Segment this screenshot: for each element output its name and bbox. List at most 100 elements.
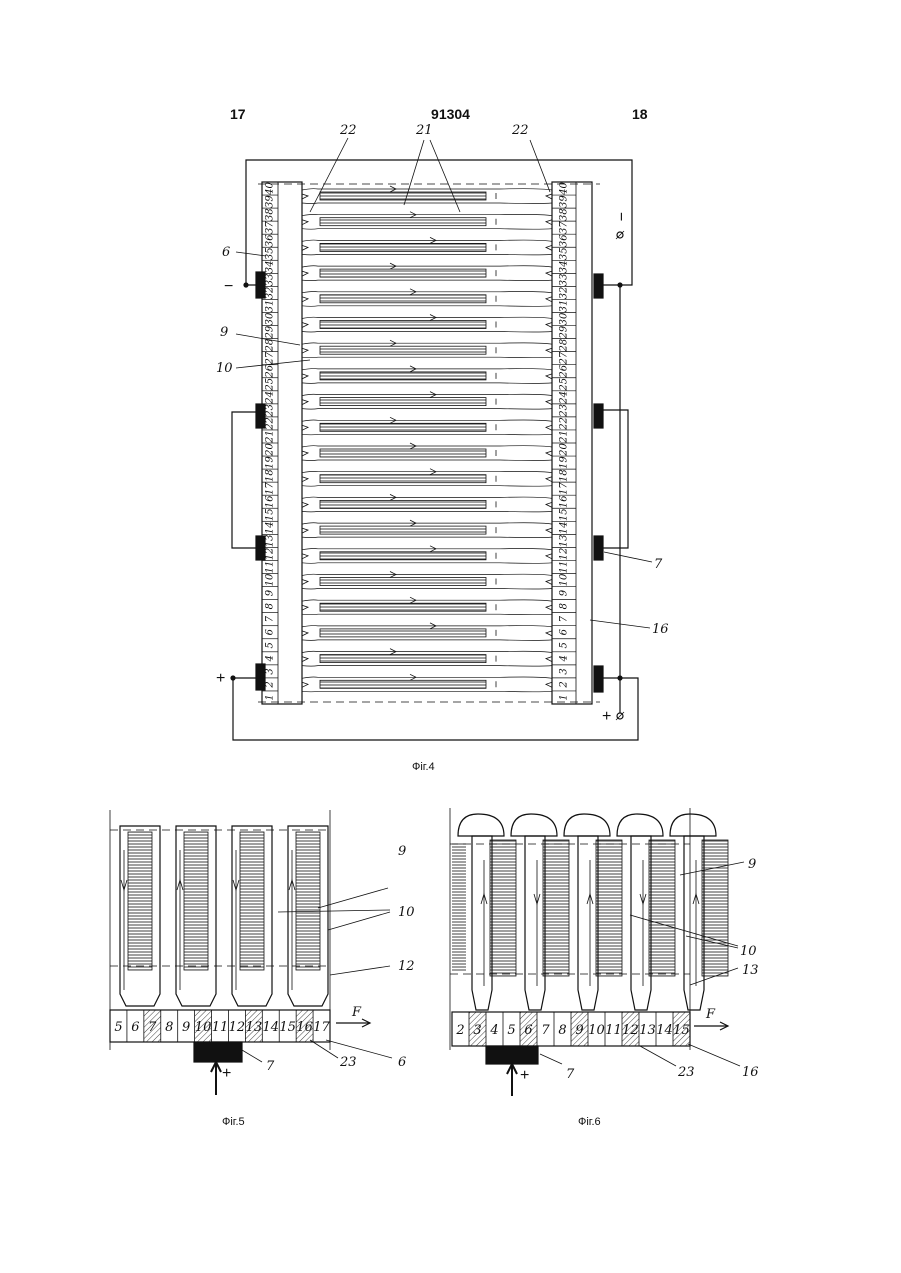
cell-number-right: 10 xyxy=(559,573,570,586)
cell-number: 9 xyxy=(182,1020,190,1035)
electrode-plate xyxy=(320,552,486,560)
force-F-fig6: F xyxy=(705,1007,716,1022)
cell-number-left: 37 xyxy=(265,221,276,234)
cell-number: 5 xyxy=(507,1023,515,1038)
electrode-cap xyxy=(617,814,663,836)
terminal-block-right-top xyxy=(594,274,603,298)
cell-number-right: 38 xyxy=(559,208,570,221)
cell-number-left: 9 xyxy=(265,589,276,596)
electrode-plate xyxy=(702,840,728,976)
cell-number: 9 xyxy=(575,1023,583,1038)
electrode-envelope xyxy=(631,836,651,1010)
cell-number: 14 xyxy=(656,1023,673,1038)
electrode-plate xyxy=(320,243,486,251)
cell-number-right: 33 xyxy=(559,274,570,287)
label-10-fig6: 10 xyxy=(740,944,757,959)
terminal-block-fig5 xyxy=(194,1042,242,1062)
cell-number: 14 xyxy=(262,1020,279,1035)
terminal-block-right-low xyxy=(594,536,603,560)
cell-number-right: 34 xyxy=(559,260,570,273)
electrode-plate xyxy=(320,603,486,611)
cell-number-left: 33 xyxy=(265,274,276,287)
plus-sign-fig5: + xyxy=(222,1065,231,1082)
cell-number-left: 15 xyxy=(265,508,276,521)
electrode-plate xyxy=(320,526,486,534)
cell-number-left: 34 xyxy=(265,260,276,273)
cell-number-right: 12 xyxy=(559,548,570,561)
electrode-plate xyxy=(320,192,486,200)
cell-number-left: 10 xyxy=(265,573,276,586)
cell-number-left: 31 xyxy=(265,300,276,313)
cell-number-left: 38 xyxy=(265,208,276,221)
label-12-fig5: 12 xyxy=(398,959,415,974)
cell-number: 12 xyxy=(622,1023,639,1038)
label-7-fig6: 7 xyxy=(566,1067,575,1082)
cell-number: 3 xyxy=(473,1023,481,1038)
figure-5: 567891011121314151617 xyxy=(110,810,392,1095)
cell-number-left: 23 xyxy=(265,404,276,418)
cell-number: 7 xyxy=(148,1020,157,1035)
cell-number-right: 29 xyxy=(559,325,570,339)
electrode-cap xyxy=(458,814,504,836)
cell-number-left: 28 xyxy=(265,339,276,353)
cell-number-right: 7 xyxy=(559,615,570,622)
cell-number-left: 39 xyxy=(265,195,276,208)
cell-number-right: 3 xyxy=(559,668,570,674)
cell-number-right: 1 xyxy=(559,694,570,700)
cell-number-left: 19 xyxy=(265,456,276,469)
cell-number-left: 20 xyxy=(265,443,276,457)
cell-number-left: 3 xyxy=(265,668,276,674)
electrode-plate xyxy=(320,218,486,226)
cell-number-right: 4 xyxy=(559,655,570,662)
label-23-fig5: 23 xyxy=(339,1055,357,1070)
cell-number-right: 20 xyxy=(559,443,570,457)
cell-number-left: 36 xyxy=(265,234,276,247)
right-middle-wire xyxy=(598,410,628,548)
cell-number-left: 29 xyxy=(265,325,276,339)
electrode-plate xyxy=(320,655,486,663)
cell-number-right: 23 xyxy=(559,404,570,418)
cell-number: 15 xyxy=(673,1023,690,1038)
cell-number: 6 xyxy=(131,1020,139,1035)
electrode-plate xyxy=(320,269,486,277)
cell-number-left: 26 xyxy=(265,364,276,378)
cell-number: 10 xyxy=(195,1020,212,1035)
cell-number-right: 35 xyxy=(559,247,570,260)
electrode-plate xyxy=(320,629,486,637)
label-9-fig6: 9 xyxy=(748,857,756,872)
cell-number-right: 19 xyxy=(559,456,570,469)
label-13-fig6: 13 xyxy=(742,963,759,978)
label-6: 6 xyxy=(222,245,230,260)
electrode-plate xyxy=(320,346,486,354)
electrode-plate xyxy=(320,475,486,483)
cell-number-left: 13 xyxy=(265,535,276,548)
cell-number: 6 xyxy=(524,1023,532,1038)
minus-right-sign: − xyxy=(612,212,629,221)
cell-number-left: 30 xyxy=(265,312,276,325)
figure-5-caption: Фіг.5 xyxy=(222,1116,245,1128)
cell-number-left: 17 xyxy=(265,482,276,495)
label-23-fig6: 23 xyxy=(677,1065,695,1080)
label-7-fig5: 7 xyxy=(266,1059,275,1074)
electrode-plate xyxy=(320,398,486,406)
cell-number-right: 15 xyxy=(559,508,570,521)
cell-number-right: 27 xyxy=(559,351,570,365)
cell-number: 13 xyxy=(639,1023,656,1038)
left-middle-wire xyxy=(232,412,262,548)
cell-number-right: 26 xyxy=(559,364,570,378)
cell-number-right: 28 xyxy=(559,339,570,353)
cell-number-right: 40 xyxy=(559,182,570,196)
cell-number-left: 2 xyxy=(265,681,276,688)
cell-number-right: 22 xyxy=(559,417,570,431)
label-22-left: 22 xyxy=(339,123,357,138)
cell-number-left: 6 xyxy=(265,628,276,635)
cell-number-left: 11 xyxy=(265,561,276,574)
force-F-fig5: F xyxy=(351,1005,362,1020)
cell-number-right: 25 xyxy=(559,378,570,392)
cell-number-left: 32 xyxy=(265,287,276,300)
cell-number-left: 12 xyxy=(265,548,276,561)
electrode-cap xyxy=(670,814,716,836)
label-9-fig5: 9 xyxy=(398,844,406,859)
cell-number-right: 14 xyxy=(559,521,570,534)
cell-number-left: 16 xyxy=(265,495,276,508)
